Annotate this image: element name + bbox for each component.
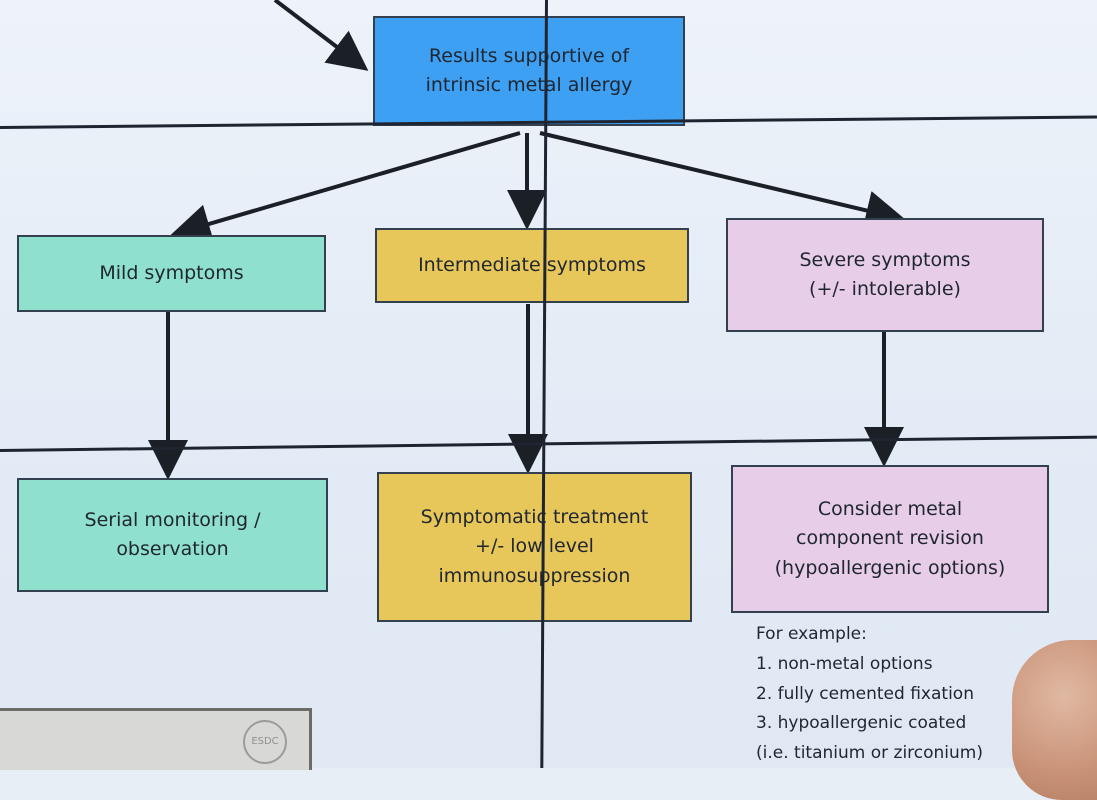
node-mild-symptoms-label: Mild symptoms [99, 261, 244, 284]
examples-list: For example: 1. non-metal options 2. ful… [756, 620, 1036, 769]
example-item: 1. non-metal options [756, 653, 933, 674]
examples-heading: For example: [756, 624, 867, 644]
node-serial-monitoring-label: Serial monitoring / observation [84, 508, 261, 560]
node-intermediate-symptoms-label: Intermediate symptoms [418, 253, 646, 276]
node-component-revision: Consider metal component revision (hypoa… [731, 465, 1049, 613]
node-mild-symptoms: Mild symptoms [17, 235, 326, 312]
node-symptomatic-treatment: Symptomatic treatment +/- low level immu… [377, 472, 692, 622]
node-severe-symptoms-label: Severe symptoms (+/- intolerable) [799, 248, 971, 300]
node-results-label: Results supportive of intrinsic metal al… [425, 44, 633, 96]
finger-in-frame [1012, 640, 1097, 800]
node-serial-monitoring: Serial monitoring / observation [17, 478, 328, 592]
node-component-revision-label: Consider metal component revision (hypoa… [774, 497, 1006, 579]
arrow-into-results [273, 0, 369, 71]
node-intermediate-symptoms: Intermediate symptoms [375, 228, 689, 303]
example-item: 2. fully cemented fixation [756, 683, 974, 704]
logo-seal: ESDC [243, 720, 287, 764]
logo-seal-text: ESDC [251, 736, 279, 747]
arrow-to-mild [170, 131, 521, 244]
example-item: 3. hypoallergenic coated [756, 713, 967, 734]
node-severe-symptoms: Severe symptoms (+/- intolerable) [726, 218, 1044, 332]
arrow-to-severe [539, 131, 906, 231]
projection-screen [0, 0, 1097, 768]
example-item: (i.e. titanium or zirconium) [756, 743, 984, 763]
node-results: Results supportive of intrinsic metal al… [373, 16, 685, 126]
node-symptomatic-treatment-label: Symptomatic treatment +/- low level immu… [420, 505, 649, 587]
